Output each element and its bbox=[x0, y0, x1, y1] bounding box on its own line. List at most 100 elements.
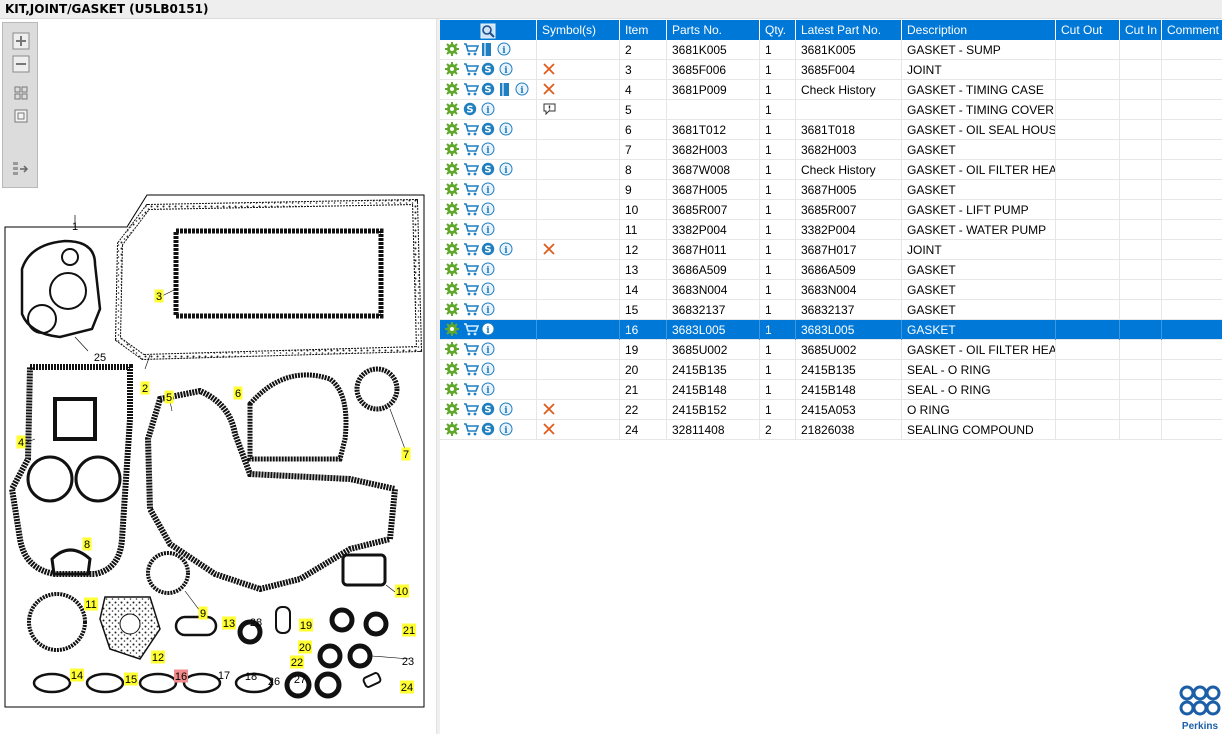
callout-7[interactable]: 7 bbox=[401, 447, 411, 462]
shopping-cart-icon[interactable] bbox=[463, 342, 480, 357]
info-icon[interactable]: i bbox=[481, 262, 496, 277]
supersession-icon[interactable]: S bbox=[481, 402, 496, 417]
info-icon[interactable]: i bbox=[499, 62, 514, 77]
column-header-actions[interactable] bbox=[440, 20, 537, 40]
shopping-cart-icon[interactable] bbox=[463, 182, 480, 197]
fit-page-icon[interactable] bbox=[11, 106, 31, 126]
callout-22[interactable]: 22 bbox=[290, 655, 304, 670]
shopping-cart-icon[interactable] bbox=[463, 282, 480, 297]
gasket-10[interactable] bbox=[341, 553, 387, 587]
column-header-latest-part-no[interactable]: Latest Part No. bbox=[796, 20, 902, 40]
callout-19[interactable]: 19 bbox=[299, 618, 313, 633]
o-ring-26[interactable] bbox=[284, 671, 312, 699]
shopping-cart-icon[interactable] bbox=[463, 62, 480, 77]
callout-16[interactable]: 16 bbox=[174, 669, 188, 684]
gasket-17[interactable] bbox=[182, 672, 222, 694]
gasket-6[interactable] bbox=[247, 372, 349, 462]
gasket-8[interactable] bbox=[50, 548, 92, 576]
gasket-5[interactable] bbox=[144, 387, 399, 593]
gear-icon[interactable] bbox=[445, 402, 460, 417]
gear-icon[interactable] bbox=[445, 382, 460, 397]
supersession-icon[interactable]: S bbox=[481, 162, 496, 177]
column-header-item[interactable]: Item bbox=[620, 20, 667, 40]
callout-15[interactable]: 15 bbox=[124, 672, 138, 687]
pane-splitter[interactable] bbox=[436, 19, 440, 734]
fit-all-icon[interactable] bbox=[11, 83, 31, 103]
gear-icon[interactable] bbox=[445, 282, 460, 297]
inner-gasket[interactable] bbox=[173, 228, 384, 319]
o-ring-28[interactable] bbox=[237, 619, 263, 645]
info-icon[interactable]: i bbox=[499, 162, 514, 177]
callout-6[interactable]: 6 bbox=[233, 386, 243, 401]
gear-icon[interactable] bbox=[445, 222, 460, 237]
info-icon[interactable]: i bbox=[515, 82, 530, 97]
callout-8[interactable]: 8 bbox=[82, 537, 92, 552]
info-icon[interactable]: i bbox=[481, 382, 496, 397]
column-header-cut-out[interactable]: Cut Out bbox=[1056, 20, 1120, 40]
gear-icon[interactable] bbox=[445, 202, 460, 217]
gear-icon[interactable] bbox=[445, 302, 460, 317]
info-icon[interactable]: i bbox=[481, 202, 496, 217]
supersession-icon[interactable]: S bbox=[481, 82, 496, 97]
info-icon[interactable]: i bbox=[499, 402, 514, 417]
gear-icon[interactable] bbox=[445, 342, 460, 357]
gear-icon[interactable] bbox=[445, 122, 460, 137]
gasket-15[interactable] bbox=[85, 672, 125, 694]
info-icon[interactable]: i bbox=[481, 342, 496, 357]
callout-10[interactable]: 10 bbox=[395, 584, 409, 599]
sump-gasket[interactable] bbox=[114, 198, 423, 361]
gear-icon[interactable] bbox=[445, 62, 460, 77]
callout-11[interactable]: 11 bbox=[84, 597, 98, 612]
shopping-cart-icon[interactable] bbox=[463, 422, 480, 437]
supersession-icon[interactable]: S bbox=[463, 102, 478, 117]
info-icon[interactable]: i bbox=[481, 362, 496, 377]
zoom-in-icon[interactable] bbox=[11, 31, 31, 51]
column-header-symbols[interactable]: Symbol(s) bbox=[537, 20, 620, 40]
shopping-cart-icon[interactable] bbox=[463, 262, 480, 277]
gasket-18[interactable] bbox=[234, 672, 274, 694]
callout-21[interactable]: 21 bbox=[402, 623, 416, 638]
shopping-cart-icon[interactable] bbox=[463, 382, 480, 397]
gear-icon[interactable] bbox=[445, 322, 460, 337]
info-icon[interactable]: i bbox=[497, 42, 512, 57]
gear-icon[interactable] bbox=[445, 162, 460, 177]
shopping-cart-icon[interactable] bbox=[463, 302, 480, 317]
gear-icon[interactable] bbox=[445, 182, 460, 197]
gasket-16[interactable] bbox=[138, 672, 178, 694]
info-icon[interactable]: i bbox=[481, 322, 496, 337]
gasket-9[interactable] bbox=[146, 551, 190, 595]
column-header-comment[interactable]: Comment bbox=[1162, 20, 1222, 40]
shopping-cart-icon[interactable] bbox=[463, 142, 480, 157]
column-header-description[interactable]: Description bbox=[902, 20, 1056, 40]
o-ring-20[interactable] bbox=[329, 607, 355, 633]
info-icon[interactable]: i bbox=[481, 142, 496, 157]
shopping-cart-icon[interactable] bbox=[463, 122, 480, 137]
supersession-icon[interactable]: S bbox=[481, 422, 496, 437]
gear-icon[interactable] bbox=[445, 142, 460, 157]
info-icon[interactable]: i bbox=[499, 422, 514, 437]
info-icon[interactable]: i bbox=[481, 182, 496, 197]
info-icon[interactable]: i bbox=[481, 302, 496, 317]
callout-24[interactable]: 24 bbox=[400, 680, 414, 695]
gasket-13[interactable] bbox=[174, 615, 218, 637]
column-header-cut-in[interactable]: Cut In bbox=[1120, 20, 1162, 40]
magnifier-icon[interactable] bbox=[480, 23, 496, 39]
gear-icon[interactable] bbox=[445, 262, 460, 277]
supersession-icon[interactable]: S bbox=[481, 242, 496, 257]
callout-3[interactable]: 3 bbox=[154, 289, 164, 304]
column-header-qty[interactable]: Qty. bbox=[760, 20, 796, 40]
callout-13[interactable]: 13 bbox=[222, 616, 236, 631]
shopping-cart-icon[interactable] bbox=[463, 242, 480, 257]
gear-icon[interactable] bbox=[445, 362, 460, 377]
